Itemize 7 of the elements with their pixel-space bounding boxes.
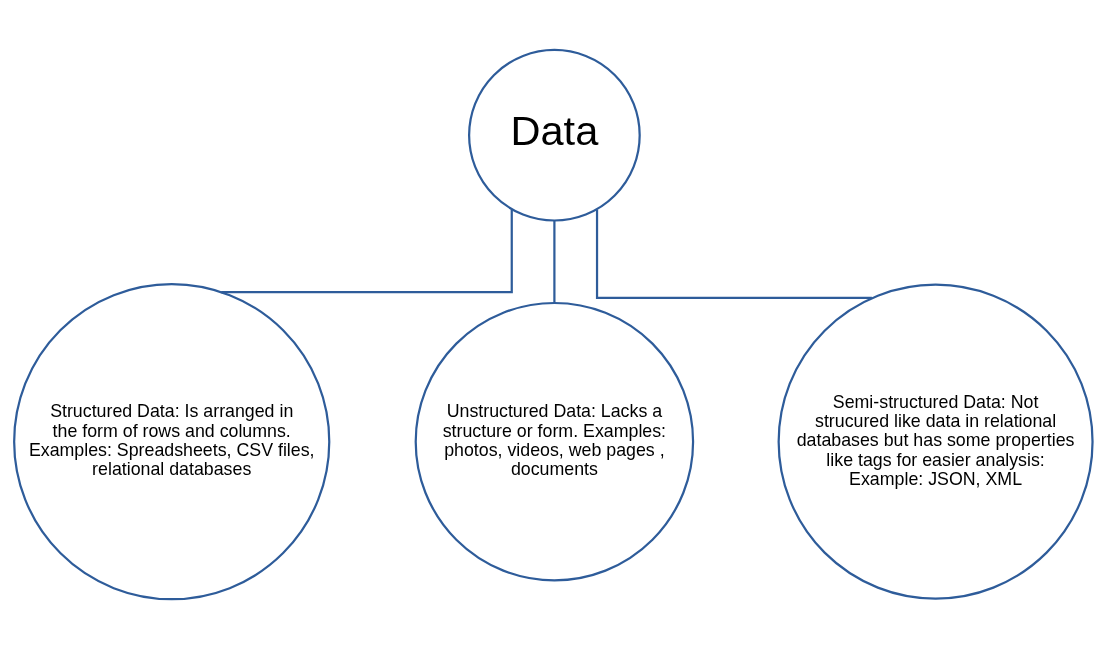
node-circle: Unstructured Data: Lacks a structure or form. Examples: photos, videos, web pages , documents	[414, 301, 695, 581]
connector	[595, 208, 872, 299]
connector	[221, 209, 513, 293]
node-circle: Semi-structured Data: Not strucured like data in relational databases but has some properties like tags for easier analysis: Example: JSON, XML	[777, 283, 1094, 600]
connector	[553, 220, 556, 303]
node-circle: Structured Data: Is arranged in the form of rows and columns. Examples: Spreadsheets, CSV files, relational databases	[13, 282, 331, 600]
node-circle: Data	[468, 48, 641, 222]
